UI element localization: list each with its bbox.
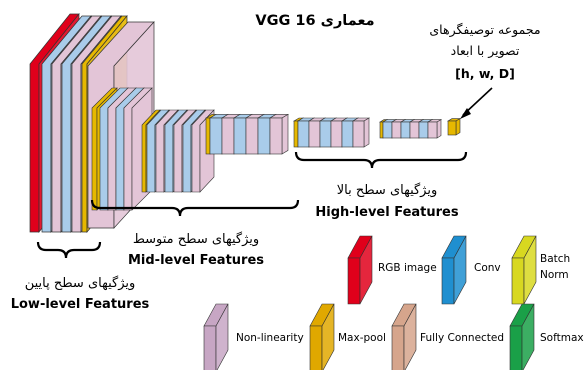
- high-level-layer: [426, 119, 443, 139]
- low-level-label-en: Low-level Features: [10, 297, 150, 312]
- level-brackets: [36, 151, 468, 259]
- descriptor-line-2: تصویر با ابعاد: [450, 43, 520, 58]
- descriptor-dims: [h, w, D]: [455, 66, 515, 81]
- legend-label-conv: Conv: [474, 262, 501, 274]
- mid-level-label-en: Mid-level Features: [127, 253, 265, 268]
- legend-icons: [203, 235, 537, 370]
- legend-label-norm: Norm: [540, 269, 569, 281]
- mid-level-bracket: [90, 199, 300, 217]
- high-level-label-fa: ویژگیهای سطح بالا: [336, 183, 438, 198]
- low-level-bracket: [36, 241, 102, 259]
- legend-label-maxpool: Max-pool: [338, 332, 386, 344]
- descriptor-arrow: [460, 87, 493, 119]
- high-level-label-en: High-level Features: [315, 205, 459, 220]
- output-descriptor-layer: [446, 118, 462, 136]
- fully-connected-legend-icon: [391, 303, 417, 370]
- legend-label-softmax: Softmax: [540, 332, 584, 344]
- conv-legend-icon: [441, 235, 467, 305]
- high-level-layer: [351, 117, 371, 148]
- descriptor-line-1: مجموعه توصیفگرهای: [429, 22, 541, 37]
- legend-label-batch: Batch: [540, 253, 571, 265]
- diagram-title: معماری VGG 16: [255, 13, 375, 29]
- non-linearity-legend-icon: [203, 303, 229, 370]
- mid-level-label-fa: ویژگیهای سطح متوسط: [132, 232, 260, 247]
- high-level-bracket: [294, 151, 468, 169]
- legend-label-rgb: RGB image: [378, 262, 437, 274]
- max-pool-legend-icon: [309, 303, 335, 370]
- high-level-layer: [268, 113, 290, 155]
- softmax-legend-icon: [509, 303, 535, 370]
- legend-label-fully-connected: Fully Connected: [420, 332, 505, 344]
- low-level-label-fa: ویژگیهای سطح پایین: [24, 276, 136, 291]
- legend-label-nonlinearity: Non-linearity: [236, 332, 304, 344]
- batch-norm-legend-icon: [511, 235, 537, 305]
- rgb-image-legend-icon: [347, 235, 373, 305]
- network-layers: [29, 13, 462, 233]
